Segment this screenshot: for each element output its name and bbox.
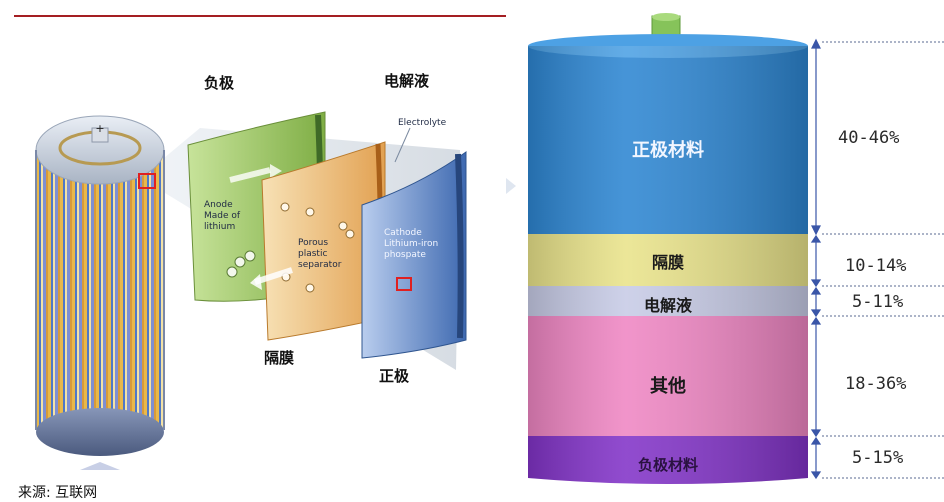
layer-label-separator: 隔膜 [651, 253, 684, 272]
percent-electrolyte: 5-11% [852, 292, 904, 312]
source-note: 来源: 互联网 [18, 485, 98, 501]
layer-label-cathode: 正极材料 [632, 140, 704, 161]
electrolyte-pointer [394, 127, 411, 163]
anode-en-line: Made of [204, 211, 241, 221]
layer-separator [528, 234, 808, 286]
cathode-en-line: phospate [384, 250, 426, 260]
battery-cell: + [35, 115, 165, 470]
layer-anode [528, 436, 808, 484]
battery-cutaway-illustration: + [35, 111, 467, 470]
header-accent-line [14, 15, 506, 17]
anode-en-label: Anode Made of lithium [204, 200, 240, 233]
layer-label-electrolyte: 电解液 [643, 296, 692, 315]
cathode-cn-label: 正极 [379, 367, 410, 385]
dimension-dotted-lines [822, 41, 944, 479]
separator-en-label: Porous plastic separator [298, 238, 341, 271]
percent-cathode: 40-46% [838, 128, 900, 148]
cathode-en-line: Lithium-iron [384, 239, 439, 249]
anode-en-line: lithium [204, 222, 236, 232]
anode-cn-label: 负极 [204, 74, 235, 92]
terminal-top [652, 13, 680, 21]
percent-other: 18-36% [845, 374, 907, 394]
layer-label-other: 其他 [650, 376, 686, 397]
cathode-en-label: Cathode Lithium-iron phospate [384, 228, 438, 261]
electrolyte-en-label: Electrolyte [398, 118, 447, 128]
svg-text:+: + [95, 122, 104, 135]
cathode-en-line: Cathode [384, 228, 422, 238]
percent-anode: 5-15% [852, 448, 904, 468]
cathode-highlight-box [396, 277, 412, 291]
panel-divider-arrow [506, 178, 516, 194]
cell-highlight-box [138, 173, 156, 189]
percent-separator: 10-14% [845, 256, 907, 276]
layer-cathode [528, 34, 808, 234]
layer-other [528, 316, 808, 436]
cathode-sheet [361, 151, 467, 359]
separator-en-line: separator [298, 260, 342, 270]
cell-pointer [80, 462, 120, 470]
separator-en-line: plastic [298, 249, 328, 259]
anode-en-line: Anode [204, 200, 233, 210]
separator-en-line: Porous [298, 238, 329, 248]
electrolyte-cn-label: 电解液 [384, 72, 430, 90]
dimension-marks [810, 38, 822, 480]
layer-label-anode: 负极材料 [637, 456, 698, 474]
layer-electrolyte [528, 286, 808, 316]
separator-cn-label: 隔膜 [264, 349, 295, 367]
